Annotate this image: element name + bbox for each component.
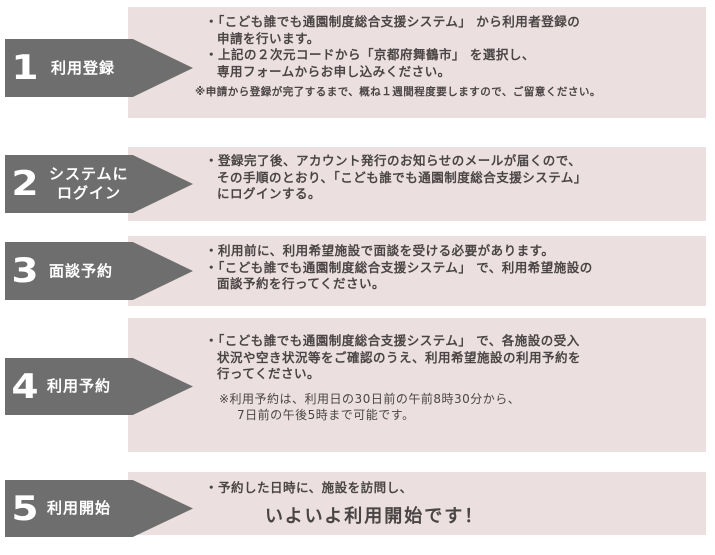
text-line: ・登録完了後、アカウント発行のお知らせのメールが届くので、	[205, 153, 582, 168]
step-number: 5	[11, 488, 39, 529]
step-label: 利用開始	[47, 499, 112, 517]
step-3-text: ・利用前に、利用希望施設で面談を受ける必要があります。 ・「こども誰でも通園制度…	[205, 243, 593, 293]
note-line: 7日前の午後5時まで可能です。	[237, 407, 415, 422]
step-number: 1	[11, 48, 39, 88]
step-3-box	[128, 236, 706, 306]
step-number: 3	[11, 251, 39, 291]
text-line: ・予約した日時に、施設を訪問し、	[205, 480, 413, 495]
step-label: 利用登録	[51, 58, 116, 77]
text-line: 専用フォームからお申し込みください。	[217, 63, 451, 79]
label-line: ログイン	[57, 184, 122, 202]
step-4-box	[128, 318, 706, 452]
step-number: 2	[11, 164, 39, 204]
step-1-box	[128, 7, 706, 118]
note: ※申請から登録が完了するまで、概ね１週間程度要しますので、ご留意ください。	[195, 86, 601, 98]
text-line: 状況や空き状況等をご確認のうえ、利用希望施設の利用予約を	[217, 349, 582, 365]
step-4-text: ・「こども誰でも通園制度総合支援システム」 で、各施設の受入 状況や空き状況等を…	[205, 333, 581, 423]
step-5-box	[128, 472, 706, 535]
text-line: その手順のとおり、「こども誰でも通園制度総合支援システム」	[217, 169, 587, 185]
text-line: 行ってください。	[217, 366, 321, 381]
step-number: 4	[11, 366, 39, 407]
step-label: 利用予約	[47, 377, 112, 395]
note: ※利用予約は、利用日の30日前の午前8時30分から、 7日前の午後5時まで可能で…	[205, 391, 581, 423]
text-line: 面談予約を行ってください。	[217, 276, 386, 291]
text-line: ・「こども誰でも通園制度総合支援システム」 で、各施設の受入	[205, 333, 580, 348]
step-5-text: ・予約した日時に、施設を訪問し、 いよいよ利用開始です！	[205, 480, 484, 525]
text-line: ・上記の２次元コードから「京都府舞鶴市」 を選択し、	[205, 47, 535, 62]
step-label: システムに ログイン	[49, 165, 129, 203]
text-line: 申請を行います。	[217, 30, 320, 46]
text-line: ・利用前に、利用希望施設で面談を受ける必要があります。	[205, 243, 555, 258]
text-line: にログインする。	[217, 186, 322, 201]
text-line: ・「こども誰でも通園制度総合支援システム」 で、利用希望施設の	[205, 259, 593, 275]
note-line: ※利用予約は、利用日の30日前の午前8時30分から、	[219, 391, 521, 406]
step-1-text: ・「こども誰でも通園制度総合支援システム」 から利用者登録の 申請を行います。 …	[195, 14, 601, 101]
step-2-box	[128, 147, 706, 221]
step-2-text: ・登録完了後、アカウント発行のお知らせのメールが届くので、 その手順のとおり、「…	[205, 153, 587, 203]
highlight-text: いよいよ利用開始です！	[265, 505, 485, 527]
label-line: システムに	[49, 165, 129, 183]
step-label: 面談予約	[49, 261, 114, 280]
text-line: ・「こども誰でも通園制度総合支援システム」 から利用者登録の	[205, 14, 581, 29]
